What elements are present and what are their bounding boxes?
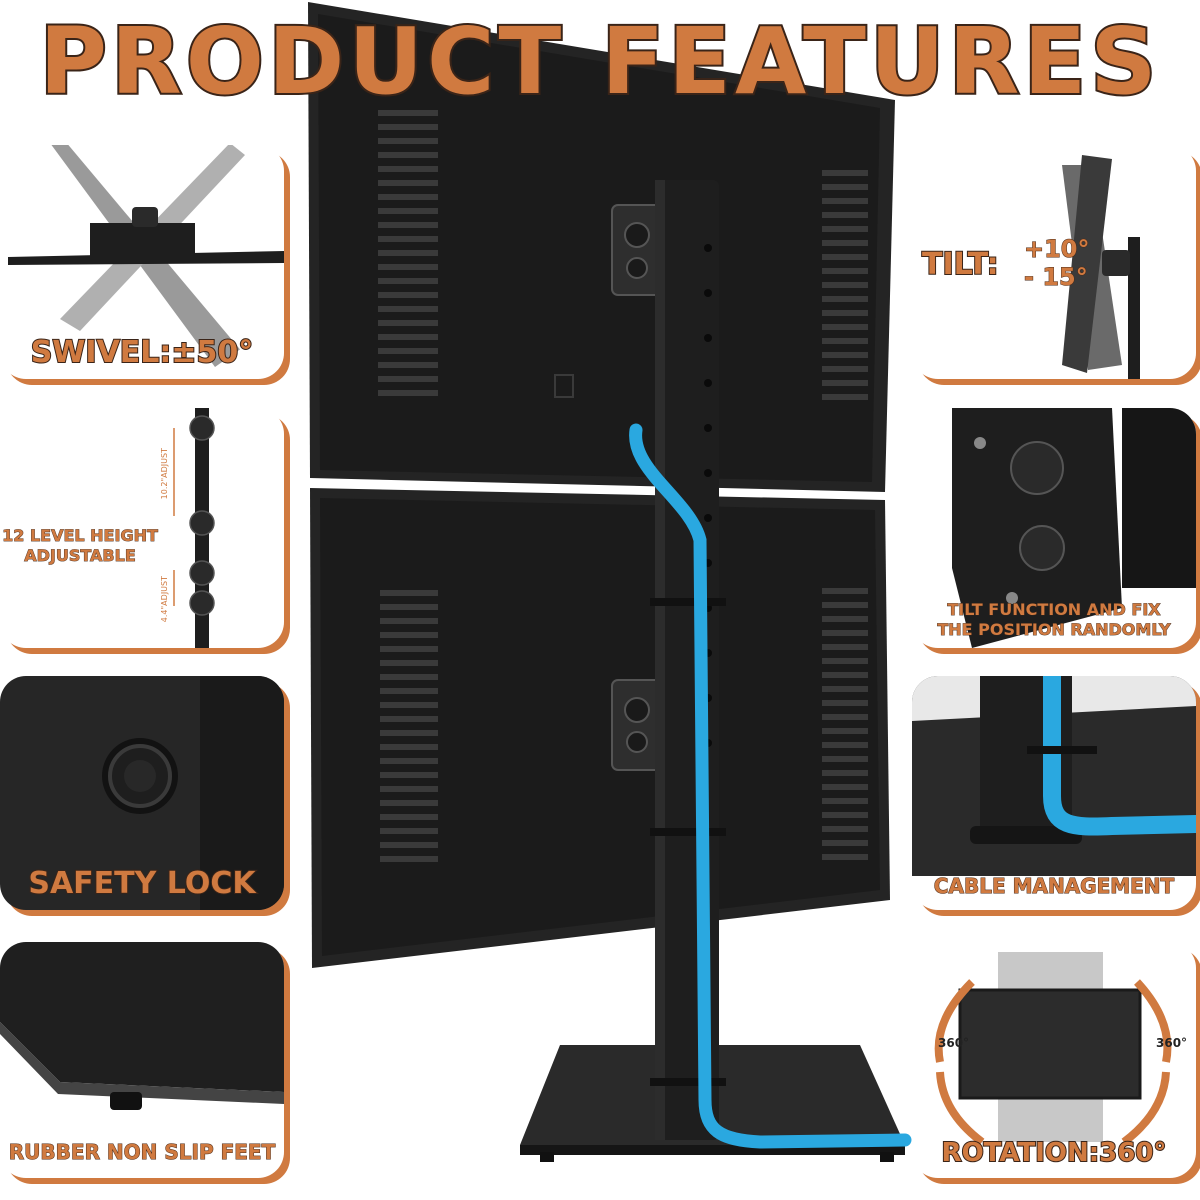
height-label-line2: ADJUSTABLE [24, 546, 136, 566]
top-monitor [308, 2, 895, 492]
tilt-function-line2: THE POSITION RANDOMLY [937, 620, 1171, 640]
tilt-prefix: TILT: [921, 246, 1000, 283]
lower-adjust-label: 4.4"ADJUST [160, 576, 169, 623]
panel-tilt: TILT: +10° - 15° [912, 145, 1196, 379]
panel-swivel: SWIVEL:±50° [0, 145, 284, 379]
knob-icon [102, 676, 284, 910]
safety-lock-label: SAFETY LOCK [27, 865, 256, 902]
swivel-icon [8, 145, 284, 368]
rotation-right-degree: 360° [1156, 1036, 1188, 1050]
panel-cable-management: CABLE MANAGEMENT [912, 676, 1196, 910]
panel-tilt-function: TILT FUNCTION AND FIX THE POSITION RANDO… [912, 408, 1196, 648]
tilt-function-line1: TILT FUNCTION AND FIX [947, 600, 1161, 620]
blue-cable [629, 423, 912, 1149]
vesa-mount-top [611, 204, 663, 296]
vesa-mount-bottom [611, 679, 663, 771]
page-title: PRODUCT FEATURES [37, 6, 1161, 117]
rubber-feet-label: RUBBER NON SLIP FEET [8, 1140, 276, 1165]
height-label-line1: 12 LEVEL HEIGHT [2, 526, 159, 546]
tilt-down-value: - 15° [1024, 263, 1089, 292]
swivel-label: SWIVEL:±50° [30, 334, 255, 371]
rotation-label: ROTATION:360° [941, 1137, 1168, 1169]
vesa-plate-icon [952, 408, 1196, 648]
rotation-left-degree: 360° [938, 1036, 970, 1050]
rotation-icon [934, 952, 1172, 1146]
panel-rubber-feet: RUBBER NON SLIP FEET [0, 942, 284, 1178]
tilt-up-value: +10° [1024, 235, 1091, 264]
tilt-icon [1062, 155, 1140, 379]
cable-management-label: CABLE MANAGEMENT [933, 874, 1175, 899]
bottom-monitor [310, 488, 890, 968]
panel-rotation: 360° 360° ROTATION:360° [912, 942, 1196, 1178]
panel-safety-lock: SAFETY LOCK [0, 676, 284, 910]
height-adjust-icon [173, 408, 215, 648]
cable-clip-icon [912, 676, 1196, 876]
upper-adjust-label: 10.2"ADJUST [160, 448, 169, 500]
base-corner-icon [0, 942, 284, 1110]
panel-height: 10.2"ADJUST 4.4"ADJUST 12 LEVEL HEIGHT A… [0, 408, 284, 648]
